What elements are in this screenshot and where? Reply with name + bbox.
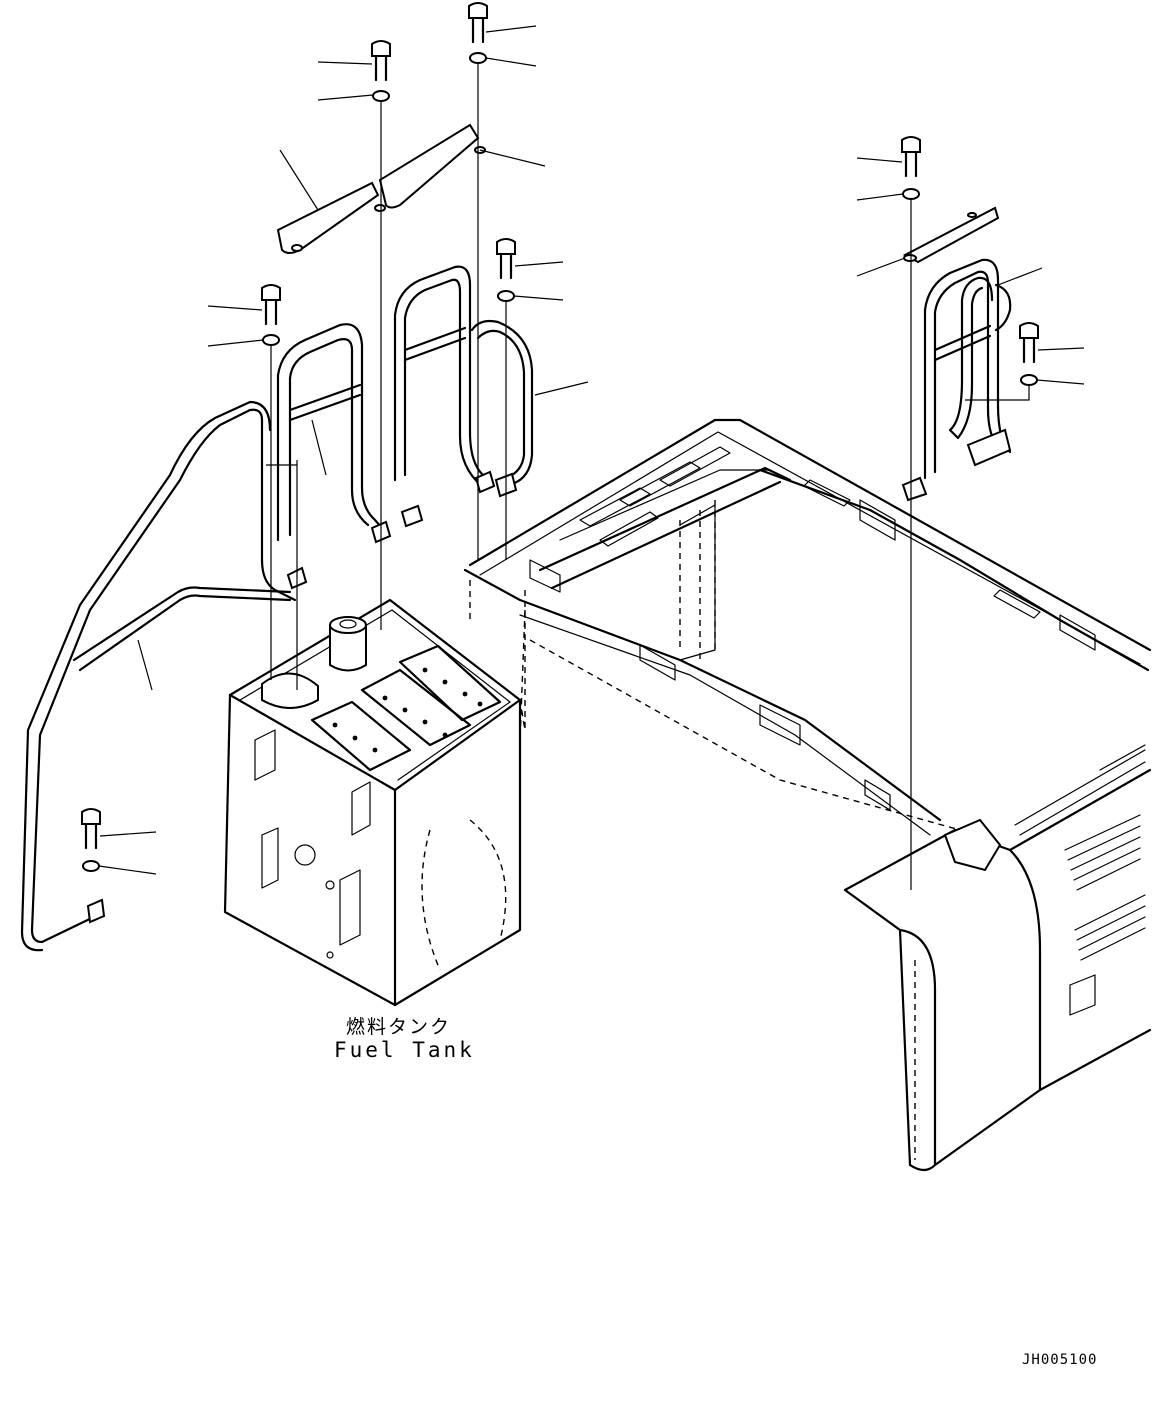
fuel-tank-label-ja: 燃料タンク (346, 1016, 452, 1038)
handrail-1 (276, 323, 392, 590)
handrail-right-outer (901, 258, 1012, 502)
callout-leaders (98, 25, 1085, 875)
bolts-and-washers (81, 2, 1039, 872)
fuel-tank-label-en: Fuel Tank (334, 1038, 475, 1062)
handrail-right-inner (948, 276, 1012, 440)
handrail-3 (470, 319, 534, 498)
upper-frame (463, 418, 1152, 1172)
assembly-centerlines (266, 64, 912, 890)
handrail-2 (393, 265, 496, 528)
step-plate-right (902, 206, 1000, 264)
step-plates-left (276, 123, 486, 254)
drawing-number: JH005100 (1022, 1352, 1098, 1368)
fuel-tank (223, 598, 522, 1007)
large-handrail-left (20, 400, 297, 952)
